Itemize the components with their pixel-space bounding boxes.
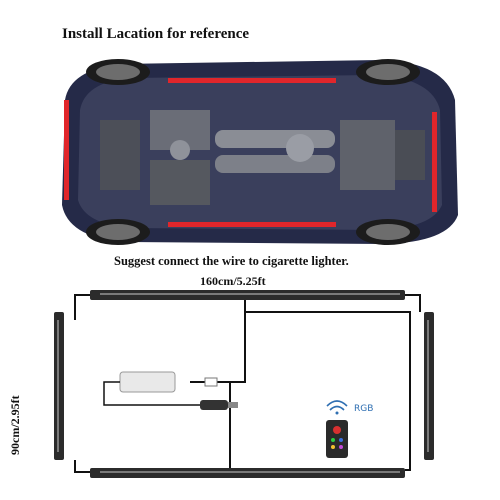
led-strip-top-placement xyxy=(168,78,336,83)
rgb-remote xyxy=(326,420,348,458)
wire-suggestion-text: Suggest connect the wire to cigarette li… xyxy=(114,254,349,268)
rgb-remote-label: RGB xyxy=(354,404,374,414)
controller-box xyxy=(103,371,218,406)
led-strips xyxy=(54,290,434,478)
install-location-title: Install Lacation for reference xyxy=(62,26,250,42)
wireless-signal-icon xyxy=(326,400,348,415)
led-placement-strips xyxy=(64,78,437,227)
horizontal-length-label: 160cm/5.25ft xyxy=(200,274,266,288)
led-strip-bottom-placement xyxy=(168,222,336,227)
cigarette-lighter-plug xyxy=(200,400,238,410)
led-strip-right-placement xyxy=(432,112,437,212)
car-body xyxy=(62,60,458,244)
led-strip-left-placement xyxy=(64,100,69,200)
wheels xyxy=(86,59,420,245)
